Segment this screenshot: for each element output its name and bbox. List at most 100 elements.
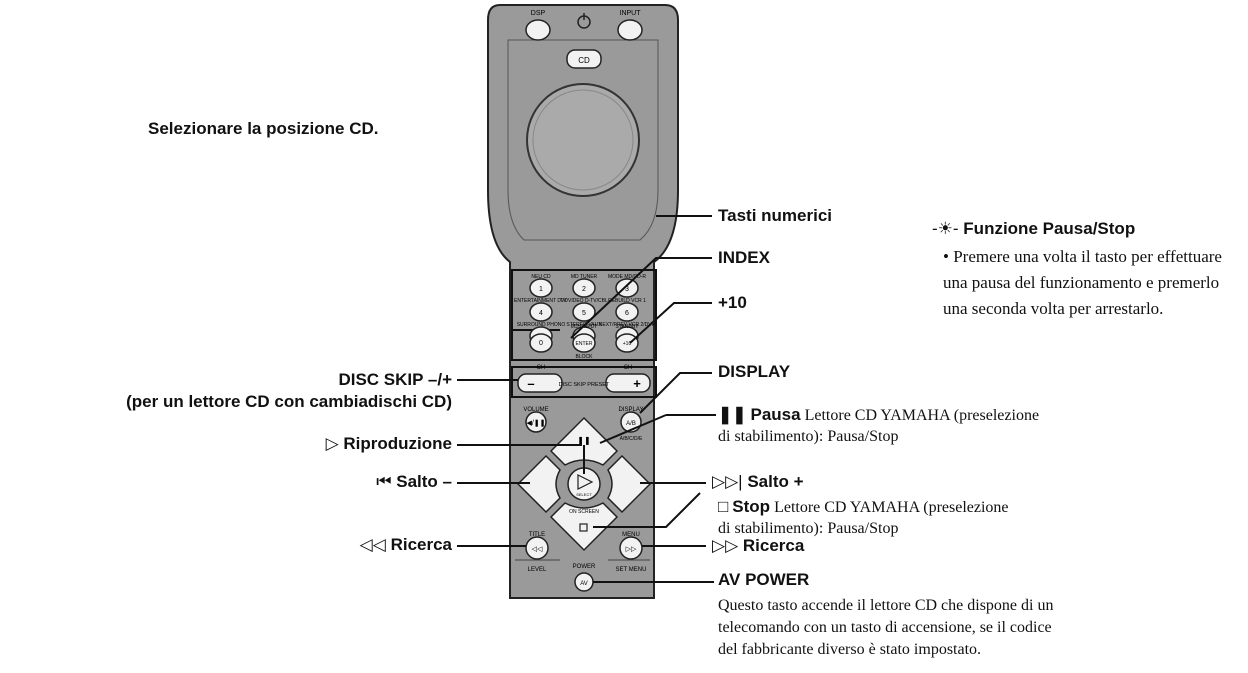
number-key-label: 3 <box>625 286 629 293</box>
jog-dial[interactable] <box>526 83 640 197</box>
disc-skip-minus-label: – <box>527 376 534 391</box>
ab-button-label: A/B <box>626 421 636 427</box>
dpad-up-pause-symbol: ❚❚ <box>577 436 590 445</box>
stop-description: □ Stop Lettore CD YAMAHA (preselezione <box>718 495 1009 519</box>
line-plus10 <box>629 302 712 344</box>
plus10-key[interactable] <box>615 333 639 353</box>
stop-text: Lettore CD YAMAHA (preselezione <box>770 499 1009 516</box>
line-index <box>570 257 712 339</box>
mute-button[interactable] <box>525 411 547 433</box>
display-label: DISPLAY <box>718 362 791 381</box>
input-label: INPUT <box>620 10 642 17</box>
tip-title: Funzione Pausa/Stop <box>963 219 1136 238</box>
number-key[interactable] <box>615 302 639 322</box>
av-power-desc-2: telecomando con un tasto di accensione, … <box>718 619 1052 636</box>
dsp-button[interactable] <box>525 19 551 41</box>
zero-key[interactable] <box>529 333 553 353</box>
remote-display-label: DISPLAY <box>619 407 644 413</box>
row4-key-label: ENTER <box>576 341 593 347</box>
select-label: SELECT <box>576 492 592 497</box>
numeric-keypad-frame <box>511 269 657 361</box>
plus10-label: +10 <box>718 293 747 312</box>
dial-outline <box>507 39 659 241</box>
ab-sub-label: A/B/C/D/E <box>620 436 643 442</box>
number-key[interactable] <box>572 278 596 298</box>
key-caption: REBUILD VCR 1 <box>608 298 646 304</box>
number-key[interactable] <box>572 302 596 322</box>
ricerca-right-text: Ricerca <box>742 536 805 555</box>
key-caption: ENTERTAINMENT DVD <box>514 298 568 304</box>
stop-description-line2: di stabilimento): Pausa/Stop <box>718 520 899 537</box>
dpad-right-button[interactable] <box>607 454 652 514</box>
key-caption: MD TUNER <box>571 274 598 280</box>
number-key-label: 1 <box>539 286 543 293</box>
pausa-bold: Pausa <box>750 405 801 424</box>
disc-skip-top-right: CH <box>624 365 633 371</box>
key-caption: STANDBY <box>615 324 639 330</box>
disc-skip-minus-button[interactable] <box>517 373 563 393</box>
dpad-down-button[interactable] <box>549 502 619 552</box>
set-menu-label: SET MENU <box>616 567 647 573</box>
salto-plus-label: ▷▷| Salto + <box>712 472 804 492</box>
cd-button[interactable] <box>566 49 602 69</box>
on-screen-label: ON SCREEN <box>569 509 599 515</box>
av-power-button-label: AV <box>580 581 588 587</box>
pausa-text: Lettore CD YAMAHA (preselezione <box>800 407 1040 424</box>
mute-button-symbol: ◀/❚❚ <box>526 419 545 427</box>
salto-minus-label: ⏮ Salto – <box>376 472 452 492</box>
disc-skip-plus-button[interactable] <box>605 373 651 393</box>
rewind-icon: ◁◁ <box>359 535 386 554</box>
disc-skip-sub-label: (per un lettore CD con cambiadischi CD) <box>126 392 452 411</box>
number-key[interactable] <box>529 302 553 322</box>
tip-body: • Premere una volta il tasto per effettu… <box>943 247 1222 318</box>
key-caption: MODE MD/CD-R <box>608 274 646 280</box>
salto-plus-text: Salto + <box>747 472 804 491</box>
disc-skip-frame <box>511 366 657 398</box>
line-pausa-diag <box>599 414 667 444</box>
pause-icon: ❚❚ <box>718 405 747 424</box>
jog-dial-ring <box>532 89 634 191</box>
av-power-desc-3: del fabbricante diverso è stato impostat… <box>718 641 982 658</box>
disc-skip-top-left: CH <box>537 365 546 371</box>
tip-title-row: -☀- Funzione Pausa/Stop <box>932 219 1135 239</box>
cd-button-label: CD <box>578 56 590 65</box>
skip-back-icon: ⏮ <box>376 472 392 491</box>
menu-label: MENU <box>622 532 640 538</box>
skip-forward-icon: ▷▷| <box>712 472 743 491</box>
fast-forward-icon: ▷▷ <box>712 536 739 555</box>
number-key-label: 5 <box>582 310 586 317</box>
line-stop <box>593 492 701 528</box>
pausa-description-line2: di stabilimento): Pausa/Stop <box>718 428 899 445</box>
row4-key-label: 0 <box>539 340 543 347</box>
key-caption: NEU CD <box>531 274 551 280</box>
av-power-desc-1: Questo tasto accende il lettore CD che d… <box>718 597 1054 614</box>
ricerca-left-text: Ricerca <box>390 535 452 554</box>
disc-skip-plus-label: + <box>633 376 641 391</box>
line-display <box>639 372 712 414</box>
callout-lines <box>457 215 716 583</box>
stop-bold: Stop <box>732 497 771 516</box>
number-key[interactable] <box>529 278 553 298</box>
riproduzione-text: Riproduzione <box>343 434 452 453</box>
ricerca-right-label: ▷▷ Ricerca <box>712 536 804 556</box>
enter-key[interactable] <box>572 333 596 353</box>
key-caption: NEXT/PREV VCR 2/DVR <box>599 322 656 328</box>
number-key[interactable] <box>615 278 639 298</box>
tasti-numerici-label: Tasti numerici <box>718 206 832 225</box>
dpad-down-stop-symbol <box>579 523 588 532</box>
ricerca-left-label: ◁◁ Ricerca <box>360 535 452 555</box>
play-select-triangle <box>577 474 594 490</box>
dpad-left-button[interactable] <box>516 454 561 514</box>
fast-forward-button[interactable] <box>619 536 643 560</box>
number-key-label: 4 <box>539 310 543 317</box>
remote-power-label: POWER <box>573 564 596 570</box>
level-label: LEVEL <box>528 567 547 573</box>
pausa-description: ❚❚ Pausa Lettore CD YAMAHA (preselezione <box>718 403 1039 427</box>
rewind-button[interactable] <box>525 536 549 560</box>
block-label: BLOCK <box>576 354 594 360</box>
key-caption: SURROUND PHONO <box>517 322 566 328</box>
input-button[interactable] <box>617 19 643 41</box>
